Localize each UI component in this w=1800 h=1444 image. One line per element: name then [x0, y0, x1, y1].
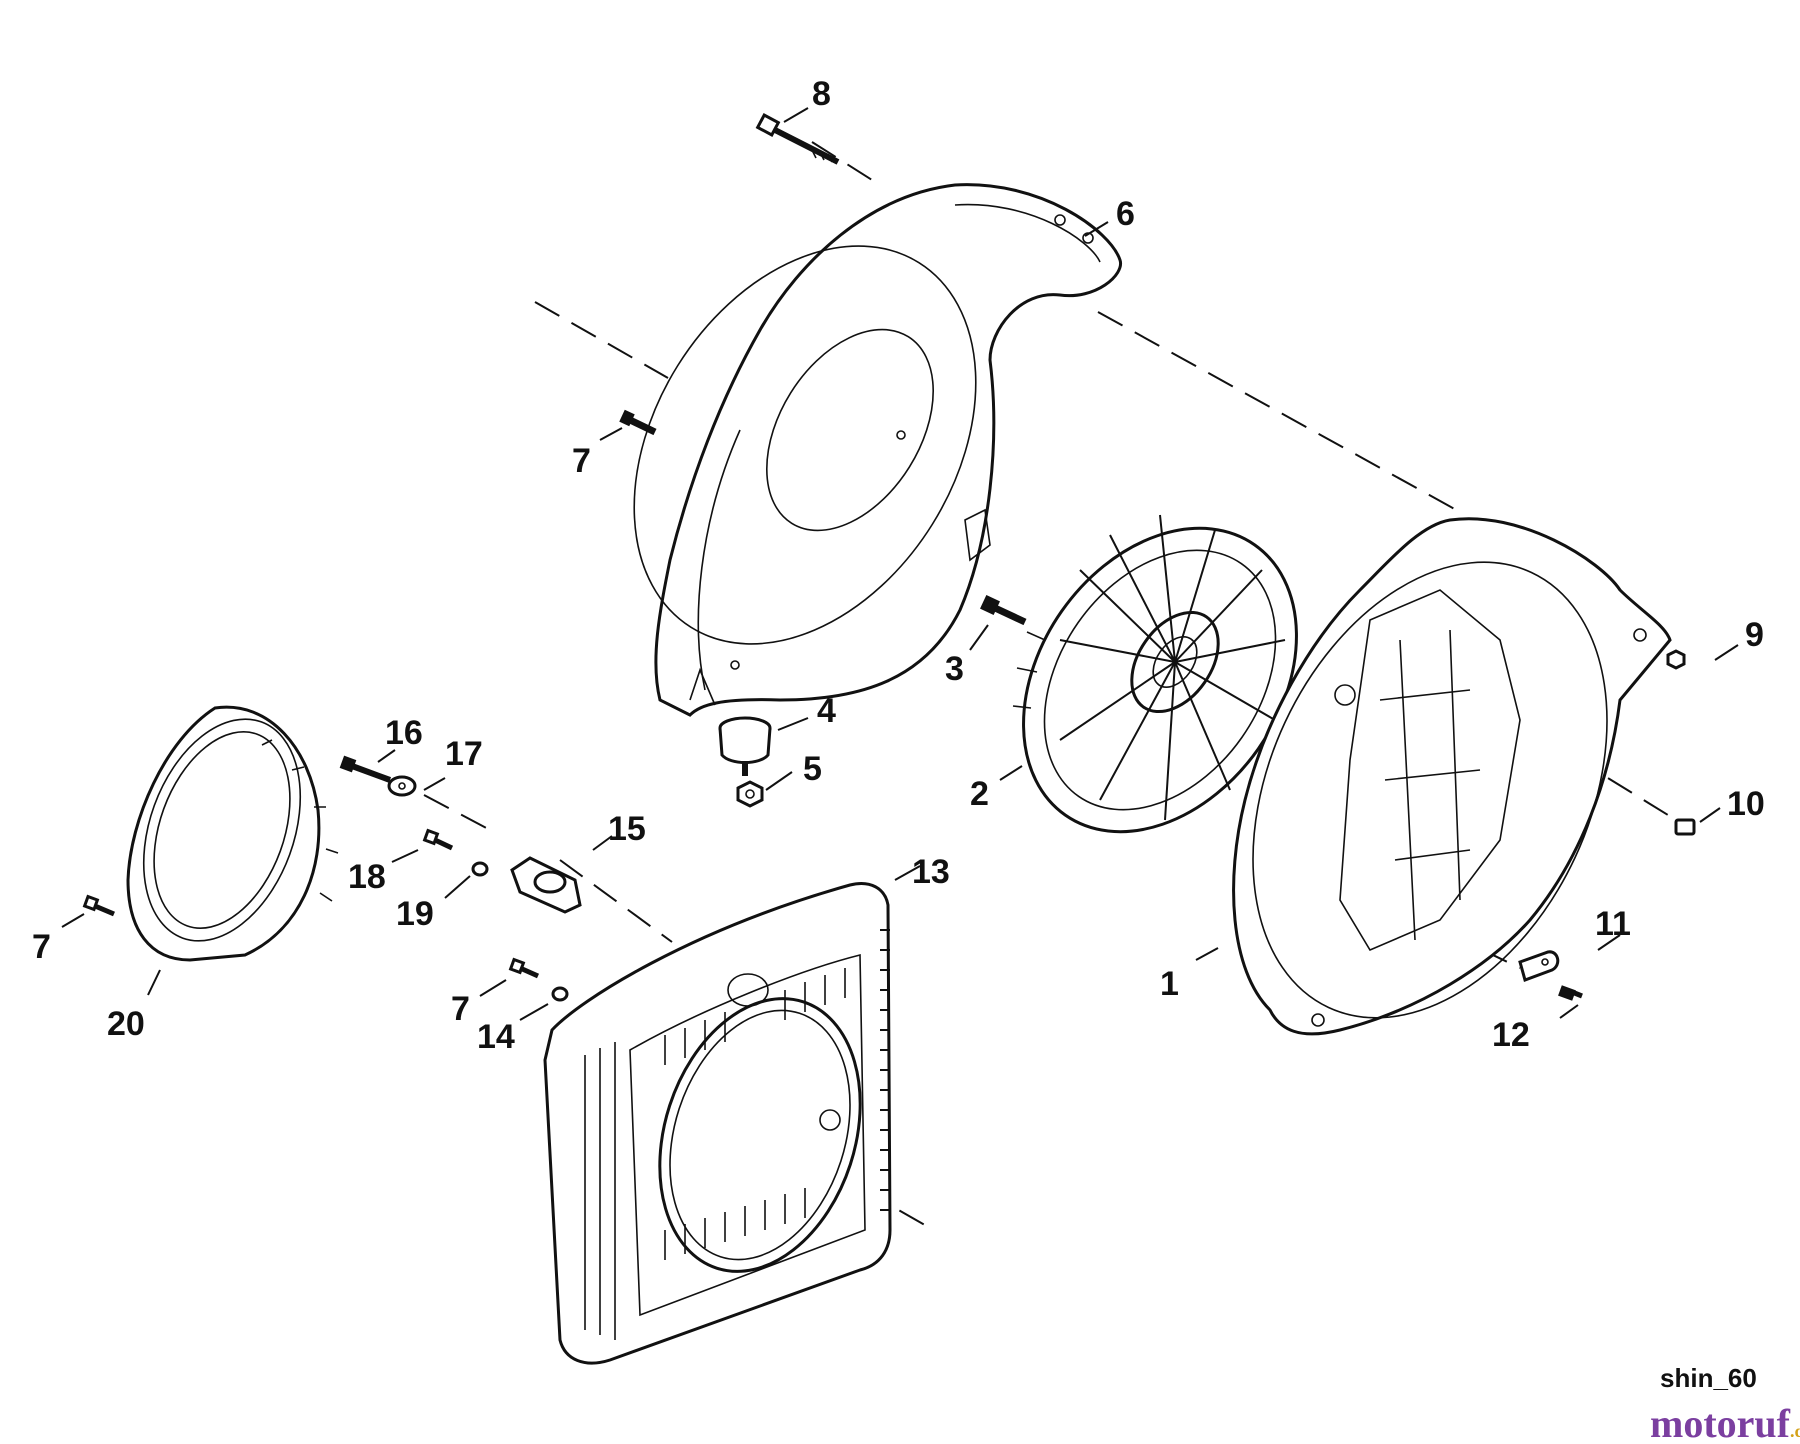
callout-5: 5: [803, 750, 822, 788]
part-17-washer[interactable]: [387, 775, 417, 797]
part-9-nut[interactable]: [1666, 649, 1686, 670]
part-20-filter-ring[interactable]: [115, 697, 339, 962]
part-8-bolt[interactable]: [755, 113, 840, 165]
part-7-screw-left[interactable]: [82, 894, 115, 917]
callout-13: 13: [912, 853, 950, 891]
callout-10: 10: [1727, 785, 1765, 823]
callout-16: 16: [385, 714, 423, 752]
callout-19: 19: [396, 895, 434, 933]
callout-7-left: 7: [32, 928, 51, 966]
watermark-suffix: .de: [1790, 1421, 1800, 1441]
part-14-washer[interactable]: [551, 986, 569, 1002]
callout-9: 9: [1745, 616, 1764, 654]
diagram-code: shin_60: [1660, 1363, 1757, 1393]
part-19-washer[interactable]: [471, 861, 489, 877]
callout-1: 1: [1160, 965, 1179, 1003]
watermark-logo: motoruf.de: [1650, 1401, 1800, 1444]
part-3-bolt[interactable]: [980, 595, 1027, 626]
callout-8: 8: [812, 75, 831, 113]
callout-17: 17: [445, 735, 483, 773]
svg-text:motoruf.de: motoruf.de: [1650, 1401, 1800, 1444]
part-12-screw[interactable]: [1558, 985, 1583, 1001]
part-2-fan-impeller[interactable]: [967, 476, 1353, 884]
callout-6: 6: [1116, 195, 1135, 233]
part-16-bolt[interactable]: [339, 755, 392, 783]
callout-11: 11: [1595, 905, 1631, 943]
callout-2: 2: [970, 775, 989, 813]
part-7-screw-middle[interactable]: [508, 957, 540, 979]
part-10-clip[interactable]: [1674, 818, 1696, 836]
part-7-screw-upper[interactable]: [619, 409, 657, 436]
part-15-grommet[interactable]: [510, 856, 582, 914]
part-4-bumper[interactable]: [718, 716, 772, 776]
callout-4: 4: [817, 692, 836, 730]
part-13-cover-plate[interactable]: [543, 882, 894, 1365]
callout-15: 15: [608, 810, 646, 848]
part-18-screw[interactable]: [422, 828, 454, 851]
callout-3: 3: [945, 650, 964, 688]
callout-12: 12: [1492, 1016, 1530, 1054]
callout-14: 14: [477, 1018, 515, 1056]
callout-18: 18: [348, 858, 386, 896]
part-11-bracket[interactable]: [1518, 950, 1560, 982]
part-5-nut[interactable]: [736, 780, 764, 808]
part-1-rear-housing[interactable]: [1184, 505, 1677, 1075]
leader-lines: [61, 107, 1739, 1021]
watermark-main: motoruf: [1650, 1401, 1791, 1444]
callout-20: 20: [107, 1005, 145, 1043]
callout-7-middle: 7: [451, 990, 470, 1028]
part-6-housing-cover[interactable]: [564, 183, 1122, 717]
callout-7-upper: 7: [572, 442, 591, 480]
callout-labels: 1 2 3 4 5 6 7 7 7 8 9 10 11 12 13 14 15 …: [32, 75, 1765, 1056]
